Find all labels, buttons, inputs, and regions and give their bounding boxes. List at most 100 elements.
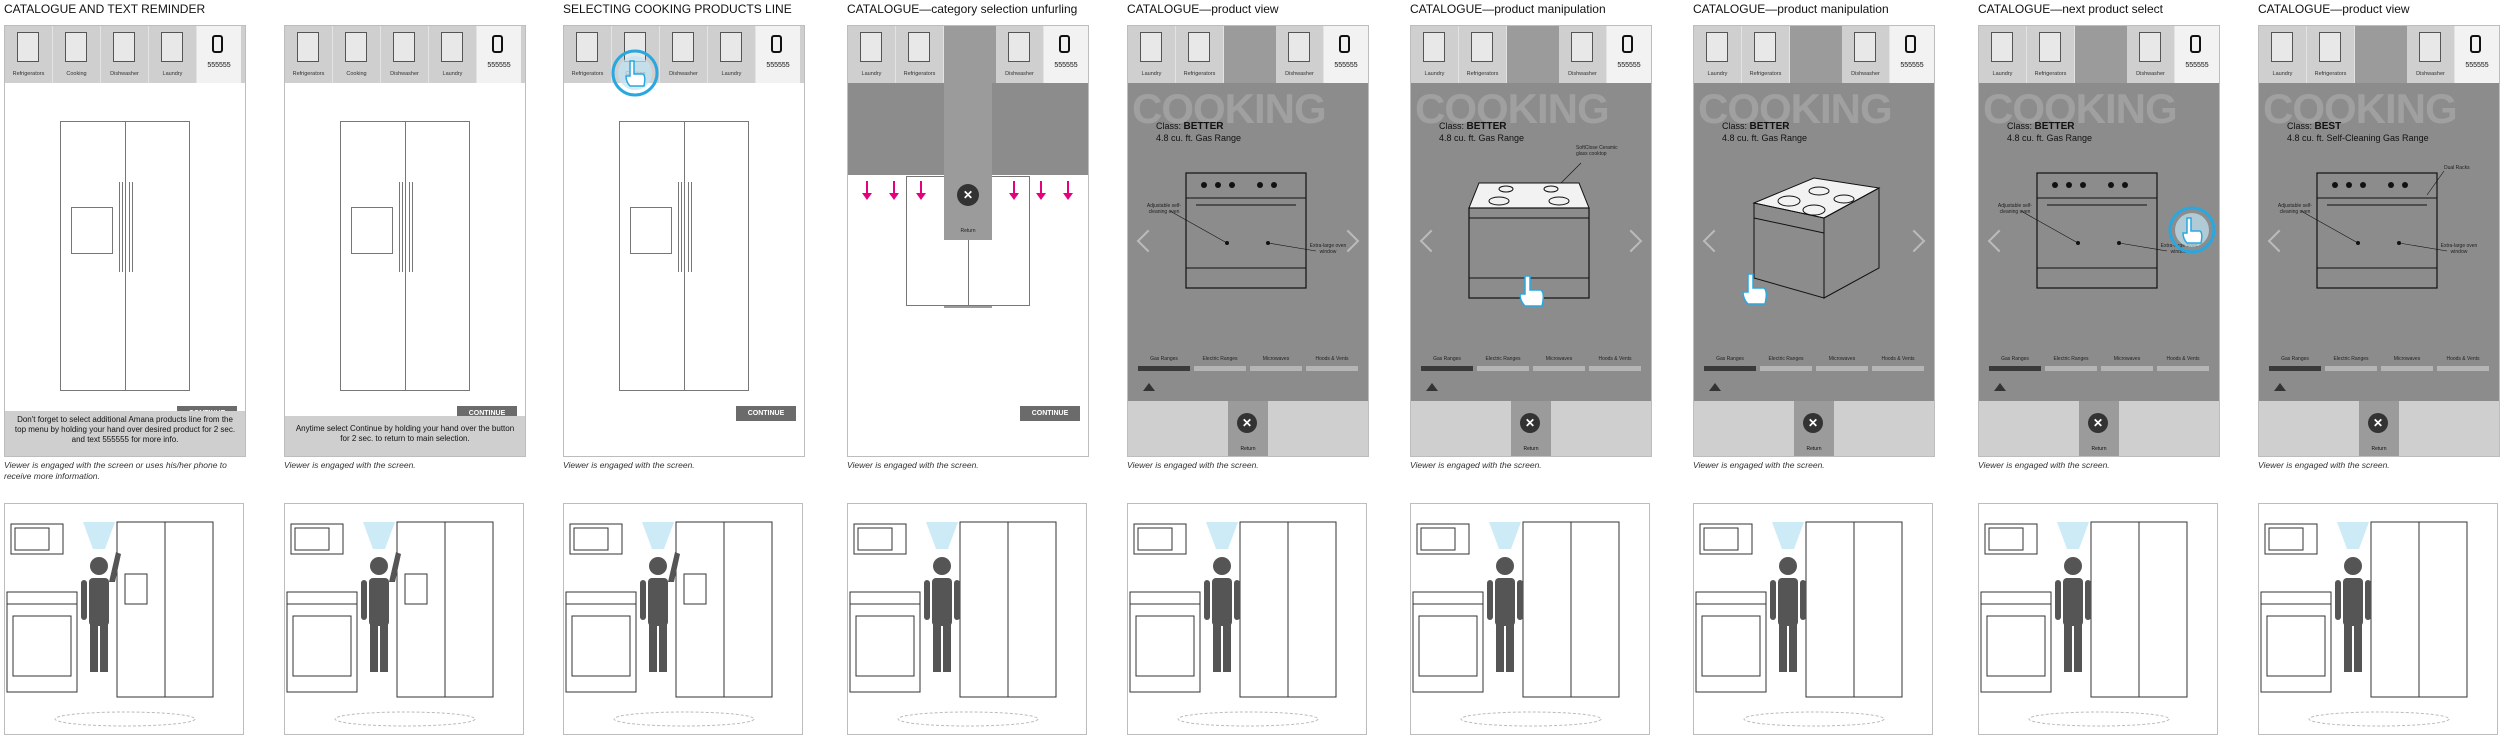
tab-laundry[interactable]: Laundry xyxy=(2259,26,2307,83)
tab-dishwasher[interactable]: Dishwasher xyxy=(101,26,149,83)
close-icon[interactable]: ✕ xyxy=(957,184,979,206)
tab-label: Dishwasher xyxy=(1005,71,1034,77)
return-button[interactable]: ✕Return xyxy=(1228,401,1268,456)
return-button[interactable]: ✕Return xyxy=(2359,401,2399,456)
category-label: Hoods & Vents xyxy=(1881,356,1915,362)
tab-label: Laundry xyxy=(721,71,742,77)
category-item[interactable]: Gas Ranges xyxy=(1421,356,1473,376)
category-item[interactable]: Electric Ranges xyxy=(2045,356,2097,376)
tab-dishwasher[interactable]: Dishwasher xyxy=(996,26,1044,83)
viewer-scene-illustration xyxy=(6,521,214,727)
tab-refrigerators[interactable]: Refrigerators xyxy=(896,26,944,83)
tab-laundry[interactable]: Laundry xyxy=(149,26,197,83)
tab-refrigerators[interactable]: Refrigerators xyxy=(2027,26,2075,83)
tab-laundry[interactable]: Laundry xyxy=(429,26,477,83)
tab-cooking[interactable]: Cooking xyxy=(333,26,381,83)
tab-phone[interactable]: 555555 xyxy=(1890,26,1934,83)
tab-dishwasher[interactable]: Dishwasher xyxy=(2127,26,2175,83)
top-menu: Laundry Refrigerators Dishwasher 555555 xyxy=(2259,26,2499,83)
selected-triangle-icon xyxy=(1994,383,2006,391)
category-item[interactable]: Electric Ranges xyxy=(1477,356,1529,376)
category-item[interactable]: Microwaves xyxy=(2101,356,2153,376)
tab-refrigerators[interactable]: Refrigerators xyxy=(1742,26,1790,83)
category-item[interactable]: Gas Ranges xyxy=(1704,356,1756,376)
tab-laundry[interactable]: Laundry xyxy=(1979,26,2027,83)
category-item[interactable]: Hoods & Vents xyxy=(2157,356,2209,376)
panel-2: Refrigerators Cooking Dishwasher Laundry… xyxy=(280,0,526,739)
tab-laundry[interactable]: Laundry xyxy=(1694,26,1742,83)
tab-dishwasher[interactable]: Dishwasher xyxy=(660,26,708,83)
laundry-icon xyxy=(1423,32,1445,62)
tab-phone[interactable]: 555555 xyxy=(1324,26,1368,83)
tab-laundry[interactable]: Laundry xyxy=(848,26,896,83)
callout-right: Extra-large oven window xyxy=(2440,243,2478,255)
tab-dishwasher[interactable]: Dishwasher xyxy=(2407,26,2455,83)
tab-dishwasher[interactable]: Dishwasher xyxy=(1559,26,1607,83)
return-label: Return xyxy=(2371,446,2387,452)
tab-dishwasher[interactable]: Dishwasher xyxy=(381,26,429,83)
range-image-rotated xyxy=(1468,162,1590,299)
category-item[interactable]: Microwaves xyxy=(1250,356,1302,376)
kiosk-screen: Laundry Refrigerators Dishwasher 555555 … xyxy=(847,25,1089,457)
category-item[interactable]: Microwaves xyxy=(1816,356,1868,376)
tab-refrigerators[interactable]: Refrigerators xyxy=(564,26,612,83)
tab-refrigerators[interactable]: Refrigerators xyxy=(2307,26,2355,83)
panel-5: CATALOGUE—product view Laundry Refrigera… xyxy=(1123,0,1369,739)
tab-laundry[interactable]: Laundry xyxy=(1128,26,1176,83)
tab-phone[interactable]: 555555 xyxy=(756,26,800,83)
category-item[interactable]: Hoods & Vents xyxy=(1306,356,1358,376)
panel-title: CATALOGUE AND TEXT REMINDER xyxy=(4,2,206,16)
tab-phone[interactable]: 555555 xyxy=(2455,26,2499,83)
tab-phone[interactable]: 555555 xyxy=(477,26,521,83)
product-class: Class: BETTER xyxy=(2007,121,2075,132)
tab-laundry[interactable]: Laundry xyxy=(708,26,756,83)
category-item[interactable]: Microwaves xyxy=(2381,356,2433,376)
class-value: BETTER xyxy=(1183,121,1224,132)
category-bar: Gas Ranges Electric Ranges Microwaves Ho… xyxy=(2269,356,2489,376)
return-button[interactable]: ✕Return xyxy=(1511,401,1551,456)
continue-button[interactable]: CONTINUE xyxy=(736,406,796,421)
category-item[interactable]: Gas Ranges xyxy=(1138,356,1190,376)
refrigerator-image xyxy=(60,121,190,391)
tab-cooking[interactable]: Cooking xyxy=(53,26,101,83)
category-item[interactable]: Electric Ranges xyxy=(2325,356,2377,376)
return-button[interactable]: ✕Return xyxy=(1794,401,1834,456)
tab-label: Dishwasher xyxy=(1851,71,1880,77)
tab-phone[interactable]: 555555 xyxy=(2175,26,2219,83)
callout-left: Adjustable self-cleaning oven xyxy=(1997,203,2033,215)
range-image-perspective xyxy=(1752,177,1881,299)
tab-refrigerators[interactable]: Refrigerators xyxy=(285,26,333,83)
hand-cursor-icon xyxy=(1519,275,1545,307)
category-item[interactable]: Gas Ranges xyxy=(1989,356,2041,376)
return-button[interactable]: ✕Return xyxy=(2079,401,2119,456)
tab-refrigerators[interactable]: Refrigerators xyxy=(1459,26,1507,83)
tab-phone[interactable]: 555555 xyxy=(1044,26,1088,83)
category-label: Electric Ranges xyxy=(1768,356,1804,362)
phone-icon xyxy=(2190,35,2201,53)
selected-triangle-icon xyxy=(2274,383,2286,391)
viewer-scene xyxy=(563,503,803,735)
category-item[interactable]: Hoods & Vents xyxy=(2437,356,2489,376)
tab-phone[interactable]: 555555 xyxy=(197,26,241,83)
continue-button[interactable]: CONTINUE xyxy=(1020,406,1080,421)
tab-refrigerators[interactable]: Refrigerators xyxy=(5,26,53,83)
tab-laundry[interactable]: Laundry xyxy=(1411,26,1459,83)
class-value: BEST xyxy=(2314,121,2342,132)
hand-cursor-icon xyxy=(1742,273,1768,305)
category-item[interactable]: Microwaves xyxy=(1533,356,1585,376)
tab-label: Dishwasher xyxy=(390,71,419,77)
tab-dishwasher[interactable]: Dishwasher xyxy=(1276,26,1324,83)
tab-phone[interactable]: 555555 xyxy=(1607,26,1651,83)
category-item[interactable]: Hoods & Vents xyxy=(1872,356,1924,376)
phone-number: 555555 xyxy=(1334,62,1358,69)
kiosk-screen: Refrigerators Cooking Dishwasher Laundry… xyxy=(563,25,805,457)
category-item[interactable]: Hoods & Vents xyxy=(1589,356,1641,376)
kiosk-screen: Laundry Refrigerators Dishwasher 555555 … xyxy=(1410,25,1652,457)
category-item[interactable]: Gas Ranges xyxy=(2269,356,2321,376)
category-item[interactable]: Electric Ranges xyxy=(1760,356,1812,376)
tab-label: Refrigerators xyxy=(1466,71,1499,77)
tab-dishwasher[interactable]: Dishwasher xyxy=(1842,26,1890,83)
kiosk-screen: Laundry Refrigerators Dishwasher 555555 … xyxy=(1693,25,1935,457)
tab-refrigerators[interactable]: Refrigerators xyxy=(1176,26,1224,83)
category-item[interactable]: Electric Ranges xyxy=(1194,356,1246,376)
